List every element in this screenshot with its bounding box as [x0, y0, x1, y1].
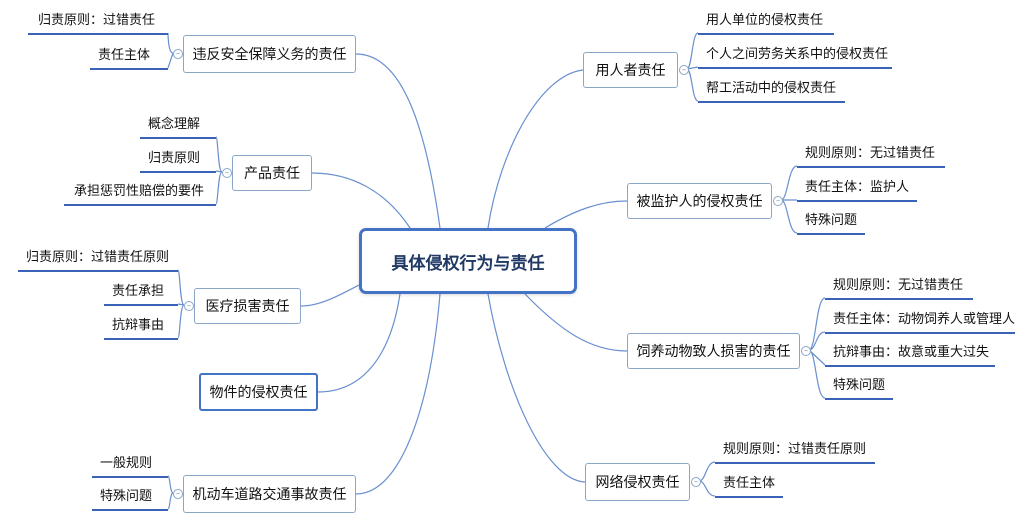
- branch-guardian[interactable]: 被监护人的侵权责任: [627, 183, 772, 219]
- leaf-animal-2[interactable]: 责任主体：动物饲养人或管理人: [833, 312, 1016, 327]
- bracket-animal: [808, 297, 826, 399]
- connector-medical: [300, 284, 360, 307]
- branch-medical-label: 医疗损害责任: [205, 299, 290, 315]
- branch-object[interactable]: 物件的侵权责任: [199, 373, 318, 411]
- leaf-underline: [698, 67, 892, 69]
- leaf-guardian-3[interactable]: 特殊问题: [805, 213, 858, 228]
- leaf-underline: [18, 270, 178, 272]
- leaf-product-2[interactable]: 归责原则: [148, 151, 201, 166]
- leaf-underline: [698, 33, 834, 35]
- leaf-medical-1[interactable]: 归责原则：过错责任原则: [26, 250, 170, 265]
- branch-product[interactable]: 产品责任: [232, 155, 312, 191]
- leaf-traffic-1[interactable]: 一般规则: [100, 456, 153, 471]
- connector-object: [317, 293, 401, 393]
- bracket-guardian: [780, 165, 798, 234]
- leaf-underline: [825, 332, 1015, 334]
- leaf-employer-2[interactable]: 个人之间劳务关系中的侵权责任: [706, 47, 889, 62]
- leaf-underline: [797, 200, 917, 202]
- branch-security-label: 违反安全保障义务的责任: [192, 47, 347, 63]
- branch-traffic-label: 机动车道路交通事故责任: [192, 487, 347, 503]
- connector-security: [355, 53, 441, 229]
- branch-animal-label: 饲养动物致人损害的责任: [636, 344, 791, 360]
- collapse-toggle-medical[interactable]: –: [184, 301, 194, 311]
- leaf-animal-1[interactable]: 规则原则：无过错责任: [833, 278, 964, 293]
- collapse-toggle-product[interactable]: –: [222, 168, 232, 178]
- leaf-guardian-2[interactable]: 责任主体：监护人: [805, 180, 910, 195]
- leaf-underline: [90, 68, 168, 70]
- bracket-product: [215, 136, 223, 205]
- collapse-toggle-animal[interactable]: –: [801, 346, 811, 356]
- leaf-network-1[interactable]: 规则原则：过错责任原则: [723, 442, 867, 457]
- leaf-guardian-1[interactable]: 规则原则：无过错责任: [805, 146, 936, 161]
- leaf-security-1[interactable]: 归责原则：过错责任: [38, 13, 156, 28]
- leaf-underline: [64, 204, 216, 206]
- leaf-underline: [28, 33, 168, 35]
- bracket-medical: [177, 269, 185, 339]
- central-topic[interactable]: 具体侵权行为与责任: [359, 228, 577, 294]
- branch-product-label: 产品责任: [244, 166, 300, 182]
- branch-network[interactable]: 网络侵权责任: [585, 463, 690, 501]
- connector-employer: [487, 69, 584, 229]
- branch-medical[interactable]: 医疗损害责任: [194, 288, 301, 324]
- leaf-traffic-2[interactable]: 特殊问题: [100, 489, 153, 504]
- connector-product: [311, 172, 411, 229]
- branch-employer-label: 用人者责任: [595, 63, 666, 79]
- leaf-underline: [140, 137, 216, 139]
- leaf-underline: [797, 233, 865, 235]
- branch-network-label: 网络侵权责任: [595, 475, 680, 491]
- central-topic-label: 具体侵权行为与责任: [391, 253, 545, 274]
- leaf-underline: [140, 171, 216, 173]
- leaf-product-3[interactable]: 承担惩罚性赔偿的要件: [74, 184, 205, 199]
- leaf-underline: [825, 298, 973, 300]
- leaf-underline: [104, 338, 178, 340]
- leaf-network-2[interactable]: 责任主体: [723, 476, 776, 491]
- leaf-animal-3[interactable]: 抗辩事由：故意或重大过失: [833, 345, 990, 360]
- leaf-underline: [715, 462, 875, 464]
- connector-network: [487, 293, 586, 483]
- leaf-underline: [92, 509, 168, 511]
- branch-traffic[interactable]: 机动车道路交通事故责任: [183, 475, 356, 513]
- leaf-employer-3[interactable]: 帮工活动中的侵权责任: [706, 81, 837, 96]
- branch-guardian-label: 被监护人的侵权责任: [636, 194, 763, 210]
- branch-animal[interactable]: 饲养动物致人损害的责任: [627, 333, 800, 369]
- bracket-network: [698, 461, 716, 497]
- branch-object-label: 物件的侵权责任: [209, 385, 308, 401]
- bracket-employer: [686, 32, 699, 102]
- connector-traffic: [355, 293, 441, 495]
- leaf-animal-4[interactable]: 特殊问题: [833, 378, 886, 393]
- collapse-toggle-guardian[interactable]: –: [773, 196, 783, 206]
- branch-employer[interactable]: 用人者责任: [583, 52, 678, 88]
- collapse-toggle-employer[interactable]: –: [679, 65, 689, 75]
- leaf-underline: [92, 476, 168, 478]
- collapse-toggle-network[interactable]: –: [691, 477, 701, 487]
- leaf-product-1[interactable]: 概念理解: [148, 117, 201, 132]
- collapse-toggle-traffic[interactable]: –: [173, 489, 183, 499]
- leaf-underline: [825, 365, 995, 367]
- connector-guardian: [544, 200, 628, 229]
- bracket-traffic: [167, 475, 174, 510]
- bracket-security: [167, 32, 174, 69]
- leaf-underline: [104, 304, 178, 306]
- branch-security[interactable]: 违反安全保障义务的责任: [183, 35, 356, 73]
- leaf-underline: [825, 398, 893, 400]
- leaf-underline: [698, 101, 845, 103]
- leaf-medical-2[interactable]: 责任承担: [112, 284, 165, 299]
- leaf-medical-3[interactable]: 抗辩事由: [112, 318, 165, 333]
- collapse-toggle-security[interactable]: –: [173, 49, 183, 59]
- leaf-employer-1[interactable]: 用人单位的侵权责任: [706, 13, 824, 28]
- connector-animal: [524, 293, 628, 352]
- leaf-security-2[interactable]: 责任主体: [98, 48, 151, 63]
- leaf-underline: [797, 166, 945, 168]
- leaf-underline: [715, 496, 783, 498]
